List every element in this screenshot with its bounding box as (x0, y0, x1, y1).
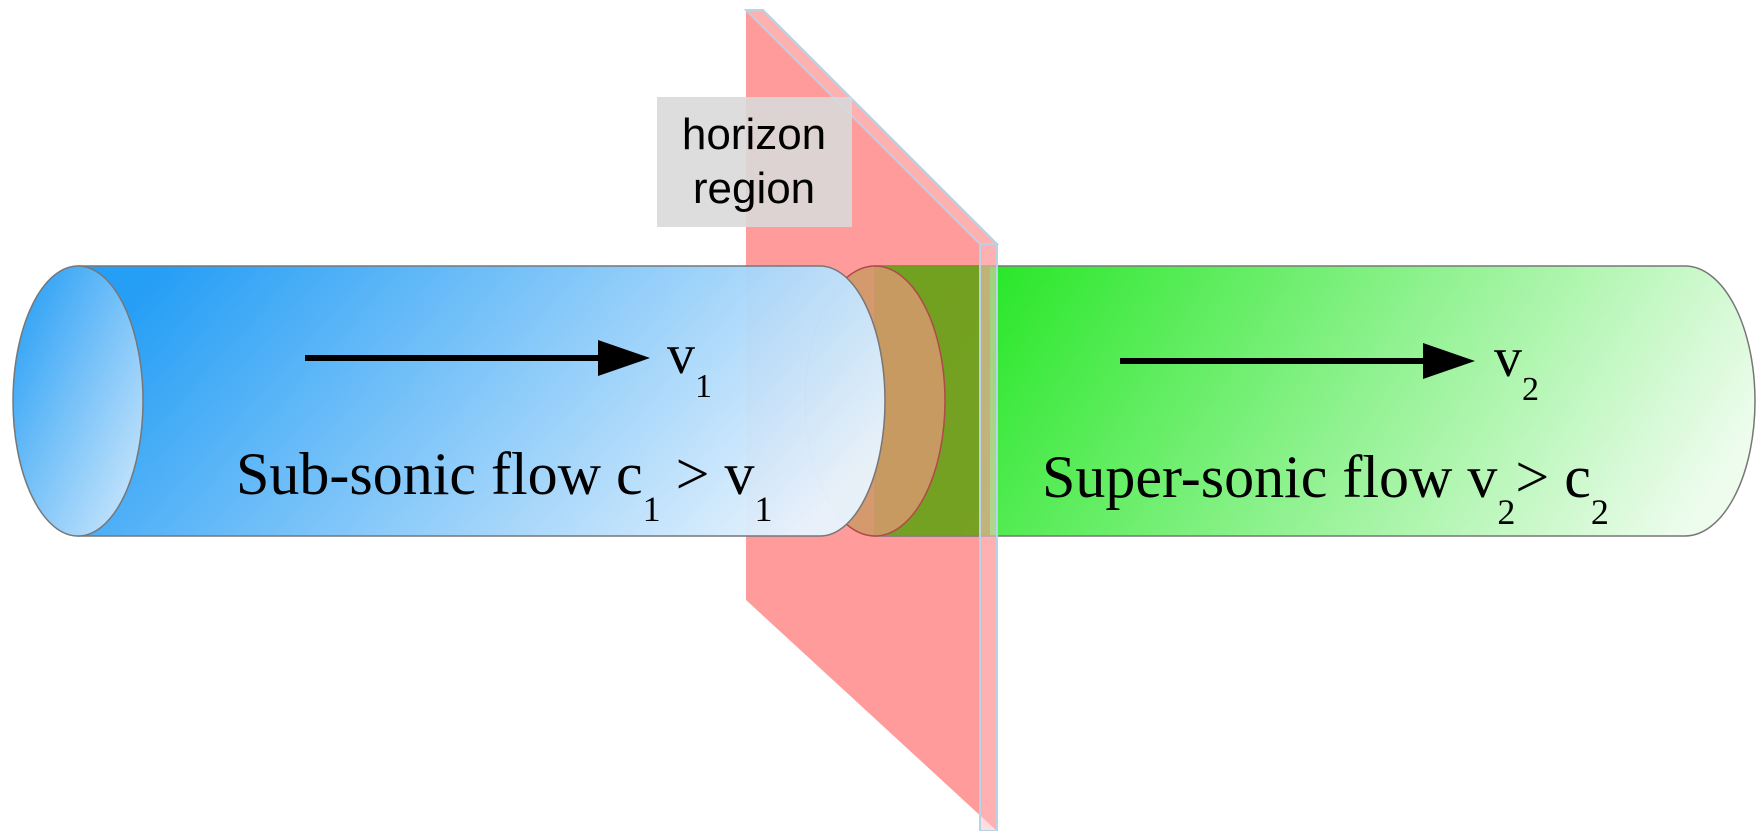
subsonic-velocity-arrow (305, 340, 650, 376)
horizon-label-box (657, 97, 852, 227)
horizon-label-line1: horizon (682, 110, 826, 159)
horizon-label: horizon region (657, 97, 852, 227)
arrow-head (1423, 343, 1475, 379)
subsonic-tube-body (77, 265, 886, 537)
subsonic-flow-label: Sub-sonic flow c1 > v1 (236, 441, 772, 529)
supersonic-flow-label: Super-sonic flow v2> c2 (1042, 444, 1609, 532)
supersonic-velocity-label: v2 (1494, 327, 1539, 408)
supersonic-velocity-arrow (1120, 343, 1475, 379)
horizon-plane-front-edge (979, 243, 998, 831)
subsonic-tube-cap (12, 265, 144, 537)
subsonic-tube (12, 265, 886, 537)
supersonic-tube-body (874, 265, 1756, 537)
subsonic-velocity-label: v1 (667, 324, 712, 405)
arrow-head (598, 340, 650, 376)
horizon-label-line2: region (693, 164, 815, 213)
